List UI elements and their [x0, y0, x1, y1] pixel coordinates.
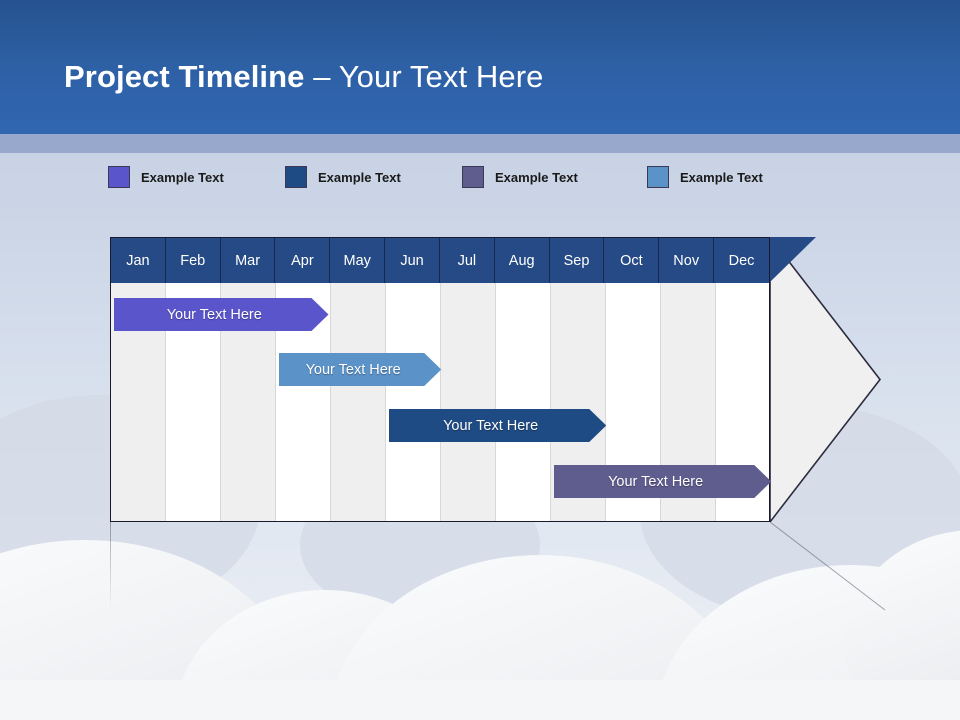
task-bar-1[interactable]: Your Text Here: [114, 298, 329, 331]
task-bar-shape-1: [114, 298, 329, 331]
month-header-oct[interactable]: Oct: [604, 238, 660, 283]
month-header-jul[interactable]: Jul: [440, 238, 495, 283]
banner-accent-strip: [0, 134, 960, 153]
task-bar-2[interactable]: Your Text Here: [279, 353, 441, 386]
legend-swatch-3: [462, 166, 484, 188]
reflection-line-left: [110, 522, 111, 610]
month-header-aug[interactable]: Aug: [495, 238, 550, 283]
legend-item-4[interactable]: Example Text: [647, 166, 763, 188]
month-column-oct: [606, 238, 661, 521]
legend-label-4: Example Text: [680, 169, 763, 185]
legend: Example Text Example Text Example Text Exam…: [108, 166, 868, 196]
task-bar-shape-3: [389, 409, 606, 442]
task-bar-3[interactable]: Your Text Here: [389, 409, 606, 442]
title-banner: [0, 0, 960, 134]
page-title-strong: Project Timeline: [64, 59, 305, 94]
month-header-apr[interactable]: Apr: [275, 238, 331, 283]
month-header-mar[interactable]: Mar: [221, 238, 276, 283]
reflection-line-arrow: [770, 522, 886, 611]
legend-swatch-4: [647, 166, 669, 188]
legend-label-3: Example Text: [495, 169, 578, 185]
task-bar-label-3: Your Text Here: [443, 417, 539, 434]
page-title-light: – Your Text Here: [304, 59, 544, 94]
legend-item-2[interactable]: Example Text: [285, 166, 401, 188]
month-column-jan: [111, 238, 166, 521]
legend-item-1[interactable]: Example Text: [108, 166, 224, 188]
month-header-sep[interactable]: Sep: [550, 238, 605, 283]
legend-item-3[interactable]: Example Text: [462, 166, 578, 188]
month-column-feb: [166, 238, 221, 521]
task-bar-shape-2: [279, 353, 441, 386]
legend-swatch-1: [108, 166, 130, 188]
month-header-dec[interactable]: Dec: [728, 252, 755, 269]
month-header-jun[interactable]: Jun: [385, 238, 440, 283]
task-bar-label-2: Your Text Here: [305, 361, 401, 378]
month-column-aug: [496, 238, 551, 521]
month-header-nov[interactable]: Nov: [659, 238, 715, 283]
month-column-jun: [386, 238, 441, 521]
cloud-base: [0, 680, 960, 720]
timeline-arrow-head: [770, 237, 882, 522]
task-bar-shape-4: [554, 465, 771, 498]
month-column-jul: [441, 238, 496, 521]
month-header-may[interactable]: May: [330, 238, 386, 283]
legend-label-1: Example Text: [141, 169, 224, 185]
legend-label-2: Example Text: [318, 169, 401, 185]
month-header-feb[interactable]: Feb: [166, 238, 221, 283]
task-bar-label-4: Your Text Here: [608, 473, 704, 490]
legend-swatch-2: [285, 166, 307, 188]
task-bar-label-1: Your Text Here: [166, 306, 262, 323]
page-title: Project Timeline – Your Text Here: [64, 59, 543, 95]
month-column-mar: [221, 238, 276, 521]
month-header-jan[interactable]: Jan: [111, 238, 166, 283]
task-bar-4[interactable]: Your Text Here: [554, 465, 771, 498]
